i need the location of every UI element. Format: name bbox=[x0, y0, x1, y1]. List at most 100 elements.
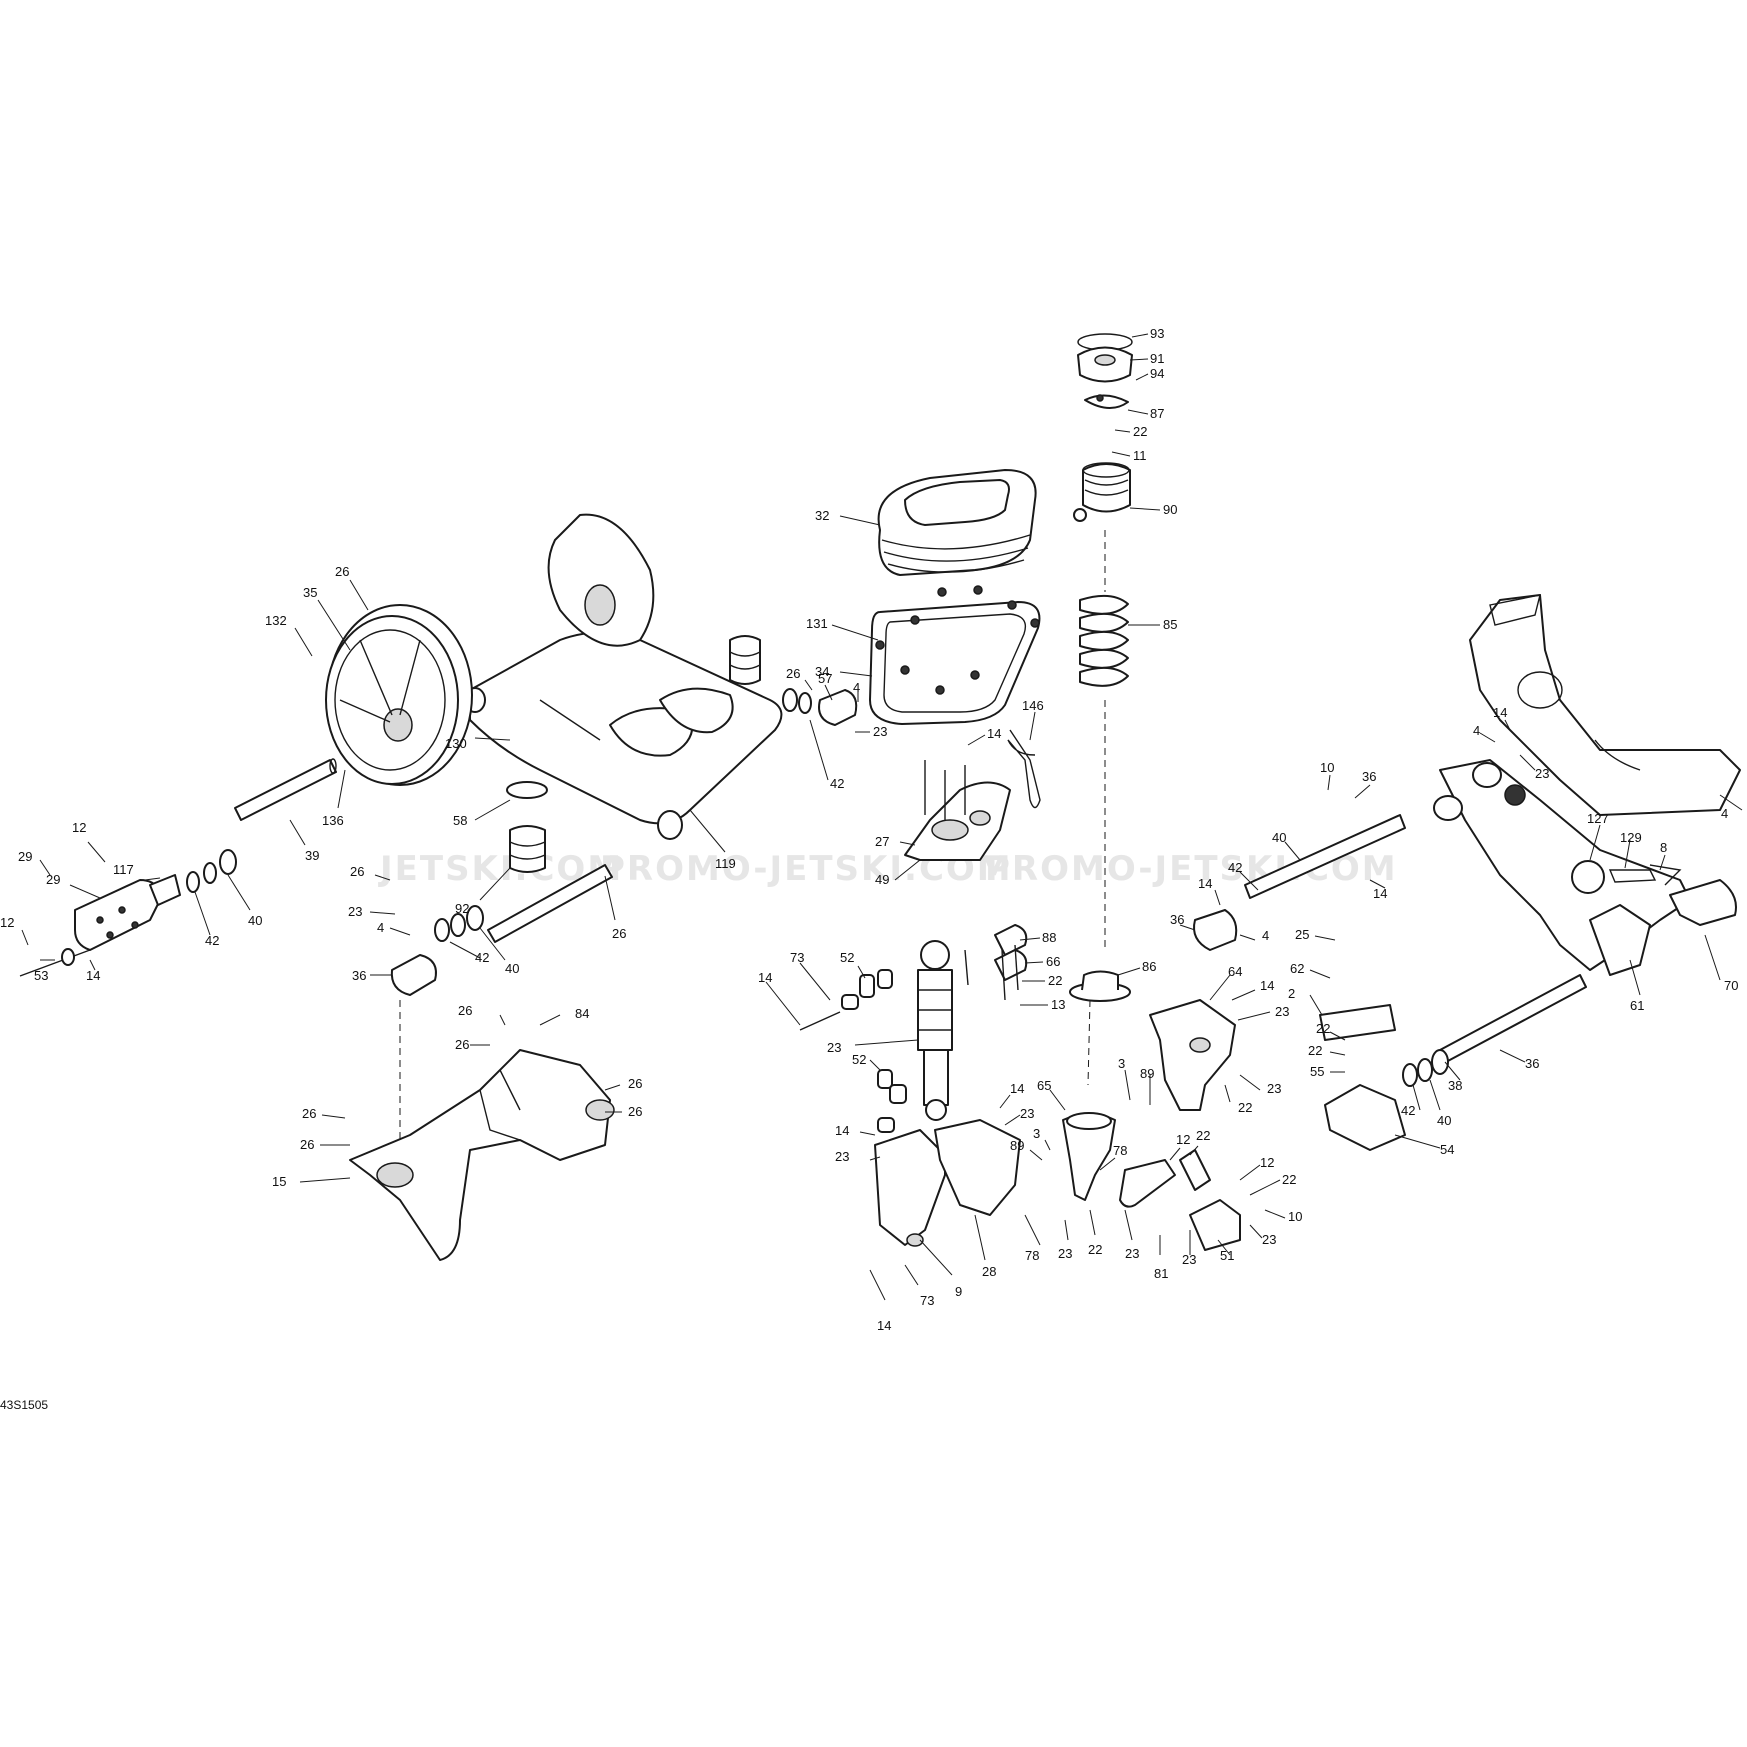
callout-57: 57 bbox=[818, 671, 832, 686]
cap-assembly bbox=[1069, 333, 1133, 1086]
callout-36: 40 bbox=[248, 913, 262, 928]
callout-89: 65 bbox=[1037, 1078, 1051, 1093]
callout-9: 14 bbox=[758, 970, 772, 985]
callout-19: 10 bbox=[1288, 1209, 1302, 1224]
callout-26: 26 bbox=[786, 666, 800, 681]
cover-128 bbox=[1571, 860, 1605, 894]
callout-23: 23 bbox=[1182, 1252, 1196, 1267]
lower-subframe bbox=[349, 1049, 615, 1261]
bearing-block-right bbox=[1324, 1084, 1406, 1151]
callout-27: 27 bbox=[875, 834, 889, 849]
callout-54: 54 bbox=[1440, 1142, 1454, 1157]
callout-9: 14 bbox=[877, 1318, 891, 1333]
axle-shaft-38 bbox=[1439, 974, 1587, 1063]
diagram-code: 43S1505 bbox=[0, 1398, 49, 1412]
callout-38: 36 bbox=[1525, 1056, 1539, 1071]
callout-28: 73 bbox=[790, 950, 804, 965]
callout-4: 4 bbox=[1473, 723, 1480, 738]
callout-6: 81 bbox=[1154, 1266, 1168, 1281]
callout-65: 89 bbox=[1140, 1066, 1154, 1081]
callout-4: 4 bbox=[1262, 928, 1269, 943]
callout-14: 14 bbox=[835, 1123, 849, 1138]
wire-clip bbox=[1007, 729, 1041, 809]
callout-36: 40 bbox=[1272, 830, 1286, 845]
callout-23: 23 bbox=[1262, 1232, 1276, 1247]
callout-131: 131 bbox=[806, 616, 828, 631]
callout-32: 32 bbox=[815, 508, 829, 523]
callout-3: 23 bbox=[1267, 1081, 1281, 1096]
callout-13: 13 bbox=[1051, 997, 1065, 1012]
callout-23: 23 bbox=[835, 1149, 849, 1164]
callout-42: 42 bbox=[1401, 1103, 1415, 1118]
shock-absorber bbox=[917, 940, 969, 1121]
callout-14: 14 bbox=[987, 726, 1001, 741]
callout-8: 25 bbox=[1295, 927, 1309, 942]
callout-53: 4 bbox=[1721, 806, 1728, 821]
latch-129 bbox=[1649, 864, 1682, 886]
callout-48: 9 bbox=[955, 1284, 962, 1299]
callout-35: 35 bbox=[303, 585, 317, 600]
callout-14: 14 bbox=[1260, 978, 1274, 993]
callout-4: 4 bbox=[377, 920, 384, 935]
callout-85: 85 bbox=[1163, 617, 1177, 632]
callout-25: 62 bbox=[1290, 961, 1304, 976]
callout-33: 26 bbox=[335, 564, 349, 579]
callout-146: 146 bbox=[1022, 698, 1044, 713]
callout-23: 23 bbox=[1058, 1246, 1072, 1261]
callout-22: 22 bbox=[1133, 424, 1147, 439]
main-frame bbox=[464, 513, 783, 840]
callout-2: 22 bbox=[1316, 1021, 1330, 1036]
axle-shaft-39 bbox=[234, 758, 337, 821]
callout-137: 84 bbox=[575, 1006, 589, 1021]
callout-79: 12 bbox=[1176, 1132, 1190, 1147]
linkage bbox=[1062, 1112, 1241, 1251]
callout-56: 36 bbox=[1170, 912, 1184, 927]
bearing-clamp bbox=[818, 689, 858, 726]
callout-12: 12 bbox=[72, 820, 86, 835]
callout-23: 23 bbox=[1275, 1004, 1289, 1019]
callout-136: 136 bbox=[322, 813, 344, 828]
bellows-boot bbox=[877, 469, 1037, 576]
plate-62 bbox=[1319, 1004, 1396, 1041]
callout-58: 58 bbox=[453, 813, 467, 828]
callout-20: 55 bbox=[1310, 1064, 1324, 1079]
callout-91: 91 bbox=[1150, 351, 1164, 366]
callout-24: 36 bbox=[1362, 769, 1376, 784]
coil-spring bbox=[1079, 594, 1129, 687]
callout-10: 78 bbox=[1025, 1248, 1039, 1263]
callout-14: 14 bbox=[1198, 876, 1212, 891]
callout-129: 8 bbox=[1660, 840, 1667, 855]
axle-shaft-37 bbox=[1244, 814, 1406, 899]
callout-81: 51 bbox=[1220, 1248, 1234, 1263]
callout-42: 42 bbox=[205, 933, 219, 948]
callout-44: 52 bbox=[840, 950, 854, 965]
callout-90: 90 bbox=[1163, 502, 1177, 517]
callout-39: 39 bbox=[305, 848, 319, 863]
hub-assembly bbox=[19, 849, 237, 977]
bracket-52 bbox=[1149, 999, 1236, 1111]
callout-56: 36 bbox=[352, 968, 366, 983]
callout-42: 42 bbox=[830, 776, 844, 791]
callout-14: 14 bbox=[1493, 705, 1507, 720]
callout-52: 64 bbox=[1228, 964, 1242, 979]
callout-64: 3 bbox=[1118, 1056, 1125, 1071]
callout-87: 87 bbox=[1150, 406, 1164, 421]
callout-61: 38 bbox=[1448, 1078, 1462, 1093]
callout-64: 3 bbox=[1033, 1126, 1040, 1141]
rear-frame bbox=[1433, 759, 1737, 976]
callout-73: 23 bbox=[827, 1040, 841, 1055]
callout-22: 22 bbox=[1282, 1172, 1296, 1187]
callout-94: 94 bbox=[1150, 366, 1164, 381]
callout-36: 40 bbox=[1437, 1113, 1451, 1128]
callout-26: 26 bbox=[458, 1003, 472, 1018]
bearing-block-left bbox=[390, 905, 484, 1150]
lower-arm-brackets bbox=[874, 1119, 1021, 1247]
latch-127 bbox=[1608, 869, 1657, 883]
callout-78: 22 bbox=[1088, 1242, 1102, 1257]
callout-26: 26 bbox=[350, 864, 364, 879]
callout-86: 86 bbox=[1142, 959, 1156, 974]
callout-34: 34 bbox=[815, 664, 829, 679]
callouts: 93 91 94 87 22 11 90 85 32 131 34 146 57… bbox=[0, 326, 1743, 1333]
callout-26: 26 bbox=[628, 1076, 642, 1091]
callout-55: 70 bbox=[1724, 978, 1738, 993]
